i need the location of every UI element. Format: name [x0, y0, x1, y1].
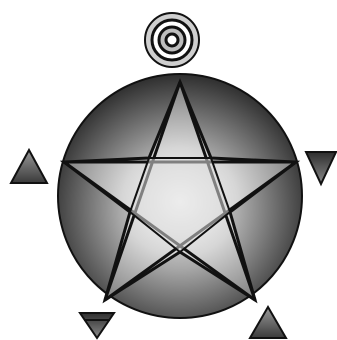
triangle-up-icon [11, 150, 47, 183]
triangle-up-icon-bottom-right [250, 307, 286, 338]
target-ring-inner [166, 34, 178, 46]
concentric-circles-icon [145, 13, 199, 67]
pentagram-in-circle-icon [58, 74, 302, 318]
triangle-down-icon [306, 152, 336, 184]
triangle-down-icon-bottom-left [80, 313, 114, 338]
